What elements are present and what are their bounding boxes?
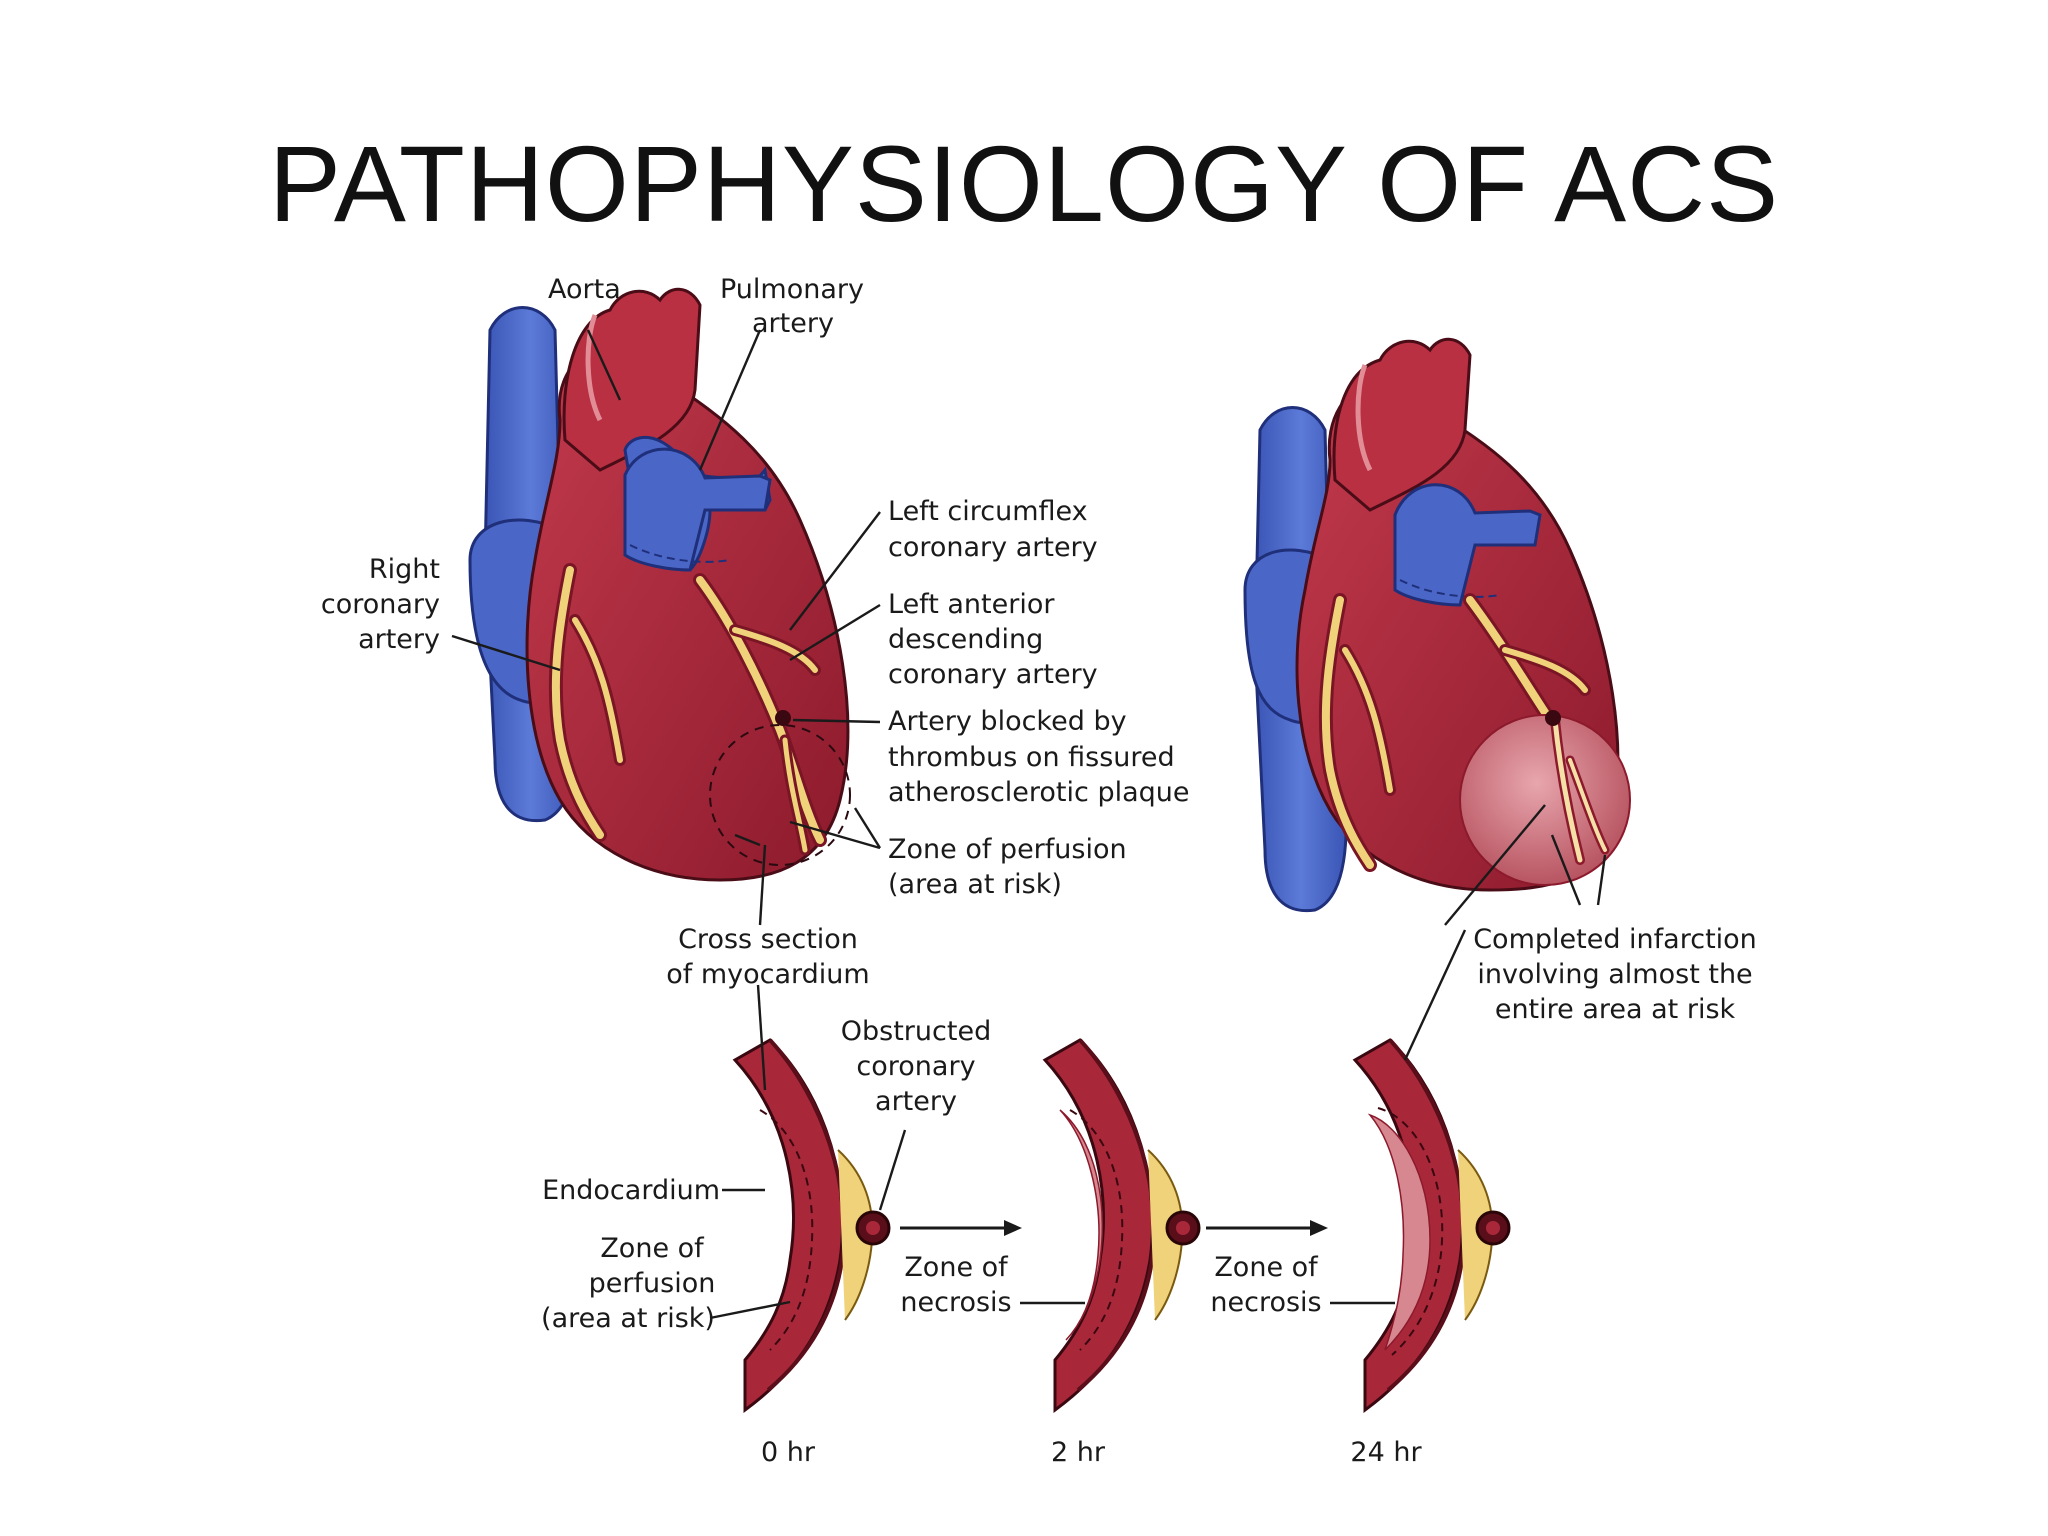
label-perfusion-1: Zone of perfusion	[888, 834, 1127, 865]
cross-section-2hr	[1042, 1038, 1201, 1413]
label-aorta: Aorta	[548, 274, 621, 305]
label-blocked-3: atherosclerotic plaque	[888, 777, 1190, 808]
label-lad-2: descending	[888, 624, 1043, 655]
label-obstructed-1: Obstructed	[841, 1016, 991, 1047]
label-cross-section-1: Cross section	[678, 924, 858, 955]
thrombus-marker	[775, 710, 791, 726]
label-right-coronary-1: Right	[369, 554, 440, 585]
label-infarction-3: entire area at risk	[1495, 994, 1736, 1025]
label-necrosis-24hr-1: Zone of	[1214, 1252, 1319, 1283]
label-obstructed-2: coronary	[856, 1051, 975, 1082]
diagram-labels: Aorta Pulmonary artery Right coronary ar…	[321, 274, 1757, 1468]
heart-after	[1243, 337, 1631, 913]
label-lad-1: Left anterior	[888, 589, 1055, 620]
label-cross-section-2: of myocardium	[666, 959, 869, 990]
heart-before	[468, 287, 851, 882]
cross-section-0hr	[732, 1038, 891, 1413]
label-circumflex-1: Left circumflex	[888, 496, 1088, 527]
label-time-24hr: 24 hr	[1350, 1437, 1422, 1468]
label-lad-3: coronary artery	[888, 659, 1098, 690]
label-right-coronary-3: artery	[358, 624, 440, 655]
necrosis-zone-2hr	[1059, 1109, 1103, 1341]
label-pulmonary-1: Pulmonary	[720, 274, 864, 305]
label-necrosis-24hr-2: necrosis	[1210, 1287, 1321, 1318]
label-zone-perfusion-1: Zone of	[600, 1233, 705, 1264]
label-obstructed-3: artery	[875, 1086, 957, 1117]
infarct-zone	[1459, 714, 1631, 886]
progression-arrows	[900, 1220, 1328, 1236]
label-perfusion-2: (area at risk)	[888, 869, 1062, 900]
label-necrosis-2hr-2: necrosis	[900, 1287, 1011, 1318]
label-pulmonary-2: artery	[752, 308, 834, 339]
label-necrosis-2hr-1: Zone of	[904, 1252, 1009, 1283]
slide-title: PATHOPHYSIOLOGY OF ACS	[268, 123, 1780, 244]
cross-section-24hr	[1352, 1038, 1511, 1413]
label-infarction-2: involving almost the	[1477, 959, 1752, 990]
label-right-coronary-2: coronary	[321, 589, 440, 620]
label-blocked-2: thrombus on fissured	[888, 742, 1175, 773]
label-zone-perfusion-3: (area at risk)	[541, 1303, 715, 1334]
label-time-2hr: 2 hr	[1051, 1437, 1106, 1468]
aorta	[562, 287, 702, 472]
label-infarction-1: Completed infarction	[1473, 924, 1757, 955]
label-blocked-1: Artery blocked by	[888, 706, 1127, 737]
area-at-risk-outline	[709, 724, 851, 866]
label-endocardium: Endocardium	[542, 1175, 720, 1206]
label-zone-perfusion-2: perfusion	[589, 1268, 716, 1299]
necrosis-zone-24hr	[1367, 1113, 1431, 1351]
label-circumflex-2: coronary artery	[888, 532, 1098, 563]
label-time-0hr: 0 hr	[761, 1437, 816, 1468]
leader-lines	[451, 329, 1607, 1320]
